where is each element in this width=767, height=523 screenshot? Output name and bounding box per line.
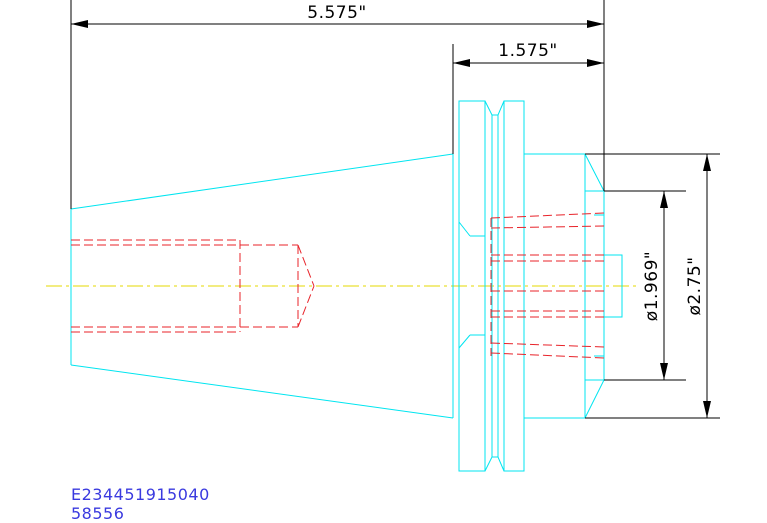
drawing-number: E234451915040 [71, 485, 210, 504]
holder-outline [70, 100, 623, 472]
overall-length-label: 5.575" [307, 3, 367, 23]
hidden-lines [71, 212, 605, 359]
flange-length-label: 1.575" [498, 41, 558, 61]
large-diameter-label: ø2.75" [685, 256, 705, 315]
item-number: 58556 [71, 504, 125, 523]
dimension-lines [70, 0, 720, 419]
small-diameter-label: ø1.969" [642, 251, 662, 321]
